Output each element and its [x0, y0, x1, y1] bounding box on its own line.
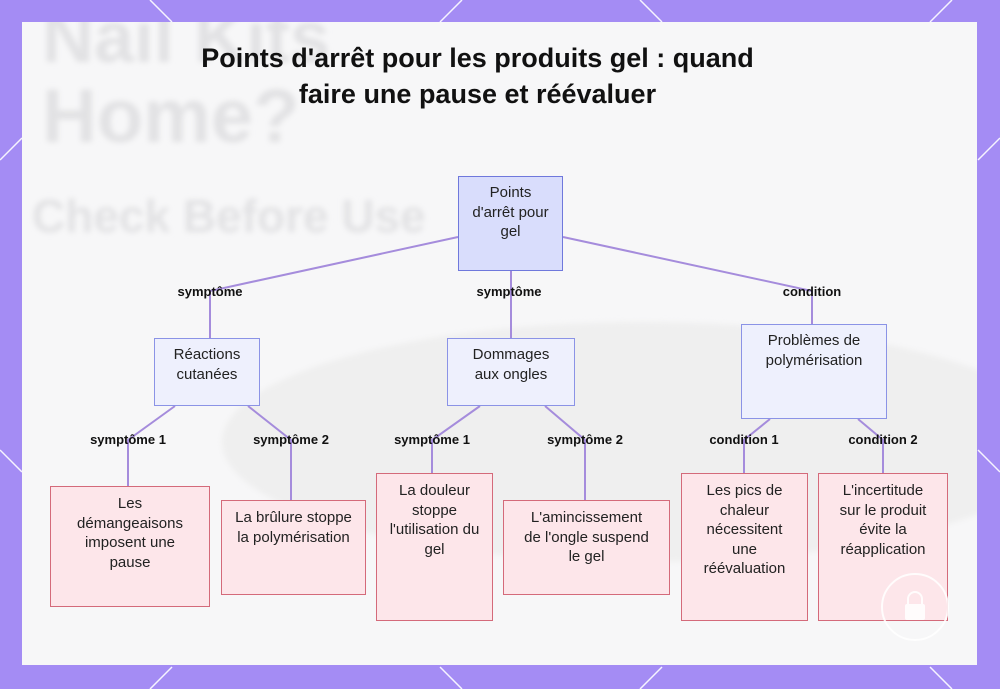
- node-brulure: La brûlure stoppe la polymérisation: [221, 500, 366, 595]
- node-problemes: Problèmes de polymérisation: [741, 324, 887, 419]
- node-amincissement-label: L'amincissement de l'ongle suspend le ge…: [524, 509, 649, 565]
- edge-label-dommages-amincissement: symptôme 2: [547, 432, 623, 447]
- node-dommages: Dommages aux ongles: [447, 338, 575, 406]
- edge-dommages-amincissement: [544, 405, 586, 500]
- page-title: Points d'arrêt pour les produits gel : q…: [201, 43, 754, 109]
- edge-label-reactions-demangeaisons: symptôme 1: [90, 432, 166, 447]
- node-brulure-label: La brûlure stoppe la polymérisation: [235, 509, 352, 546]
- node-reactions: Réactions cutanées: [154, 338, 260, 406]
- edge-label-root-problemes: condition: [782, 284, 842, 299]
- watermark-line-2: Home?: [42, 74, 300, 159]
- edge-label-problemes-incertitude: condition 2: [848, 432, 918, 447]
- node-demangeaisons: Les démangeaisons imposent une pause: [50, 486, 210, 607]
- node-problemes-label: Problèmes de polymérisation: [765, 332, 863, 369]
- node-chaleur: Les pics de chaleur nécessitent une réév…: [681, 473, 808, 621]
- edge-reactions-demangeaisons: [127, 405, 176, 486]
- edge-problemes-chaleur: [743, 418, 771, 473]
- edge-label-root-reactions: symptôme: [177, 284, 243, 299]
- edge-root-reactions: [209, 236, 459, 338]
- edge-label-dommages-douleur: symptôme 1: [394, 432, 470, 447]
- node-reactions-label: Réactions cutanées: [173, 346, 241, 383]
- node-incertitude-label: L'incertitude sur le produit évite la ré…: [839, 482, 927, 558]
- node-root-label: Points d'arrêt pour gel: [472, 184, 549, 240]
- edge-root-problemes: [562, 236, 813, 324]
- node-root: Points d'arrêt pour gel: [458, 176, 563, 271]
- edge-problemes-incertitude: [857, 418, 884, 473]
- node-douleur-label: La douleur stoppe l'utilisation du gel: [389, 482, 480, 558]
- lock-badge-icon: [881, 573, 949, 641]
- edge-label-root-dommages: symptôme: [476, 284, 542, 299]
- edge-label-reactions-brulure: symptôme 2: [253, 432, 329, 447]
- watermark-line-1: Nail Kits: [42, 22, 330, 78]
- node-chaleur-label: Les pics de chaleur nécessitent une réév…: [703, 482, 786, 577]
- edge-dommages-douleur: [431, 405, 481, 473]
- edge-reactions-brulure: [247, 405, 292, 500]
- watermark-line-3: Check Before Use: [32, 190, 426, 242]
- node-douleur: La douleur stoppe l'utilisation du gel: [376, 473, 493, 621]
- node-dommages-label: Dommages aux ongles: [472, 346, 550, 383]
- node-incertitude: L'incertitude sur le produit évite la ré…: [818, 473, 948, 621]
- node-amincissement: L'amincissement de l'ongle suspend le ge…: [503, 500, 670, 595]
- edge-label-problemes-chaleur: condition 1: [709, 432, 779, 447]
- node-demangeaisons-label: Les démangeaisons imposent une pause: [77, 495, 183, 571]
